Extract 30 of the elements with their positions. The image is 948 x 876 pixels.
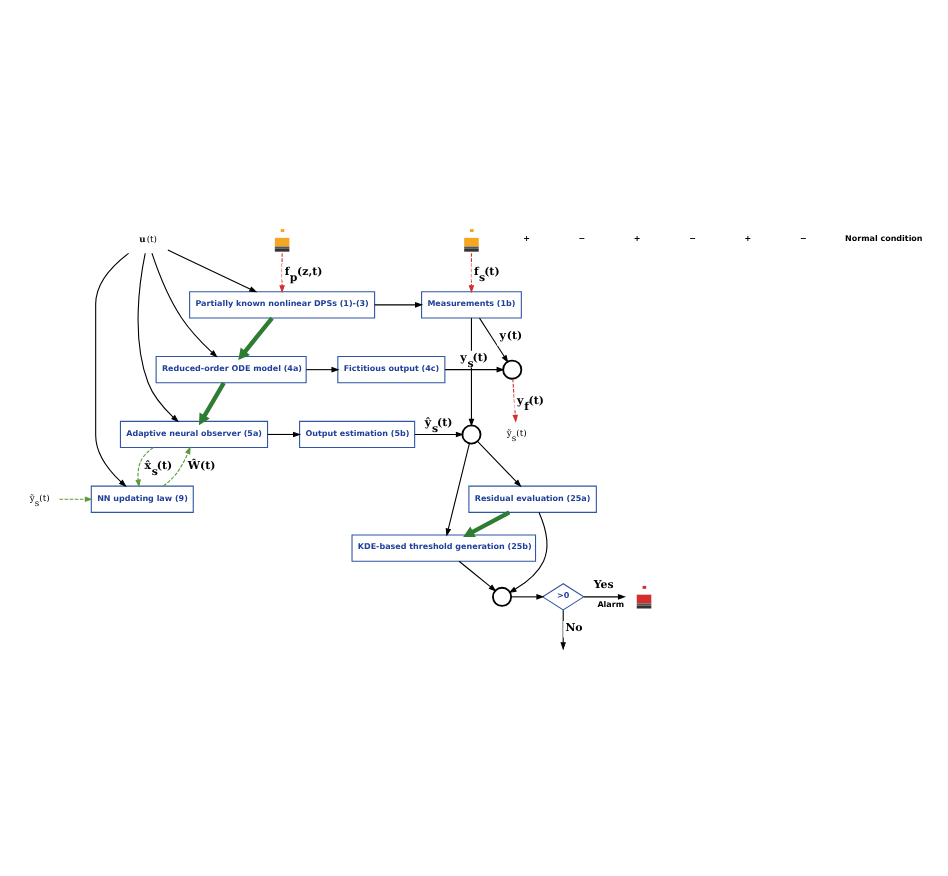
arrow [135, 447, 154, 488]
arrow [458, 560, 497, 592]
arrow [198, 381, 226, 426]
arrow [510, 594, 545, 600]
arrow [512, 378, 519, 423]
arrow [151, 252, 218, 358]
arrow [468, 317, 475, 427]
arrow [58, 496, 93, 503]
arrow [583, 594, 626, 600]
arrow [279, 252, 285, 294]
arrow [560, 609, 566, 651]
arrow [478, 317, 509, 363]
arrow [463, 510, 511, 538]
arrow [468, 252, 475, 294]
arrow [305, 366, 340, 373]
arrow [162, 446, 191, 487]
arrow [477, 440, 522, 488]
node-circle [492, 586, 513, 607]
arrow [414, 431, 464, 438]
arrow [137, 252, 179, 423]
arrow [374, 302, 424, 308]
arrow [95, 252, 130, 488]
arrow [238, 316, 274, 361]
node-circle [461, 424, 482, 445]
arrow [167, 249, 258, 293]
arrow [444, 366, 505, 373]
node-circle [502, 359, 523, 380]
arrow [508, 511, 548, 594]
arrow [445, 443, 470, 537]
arrow [267, 431, 302, 438]
